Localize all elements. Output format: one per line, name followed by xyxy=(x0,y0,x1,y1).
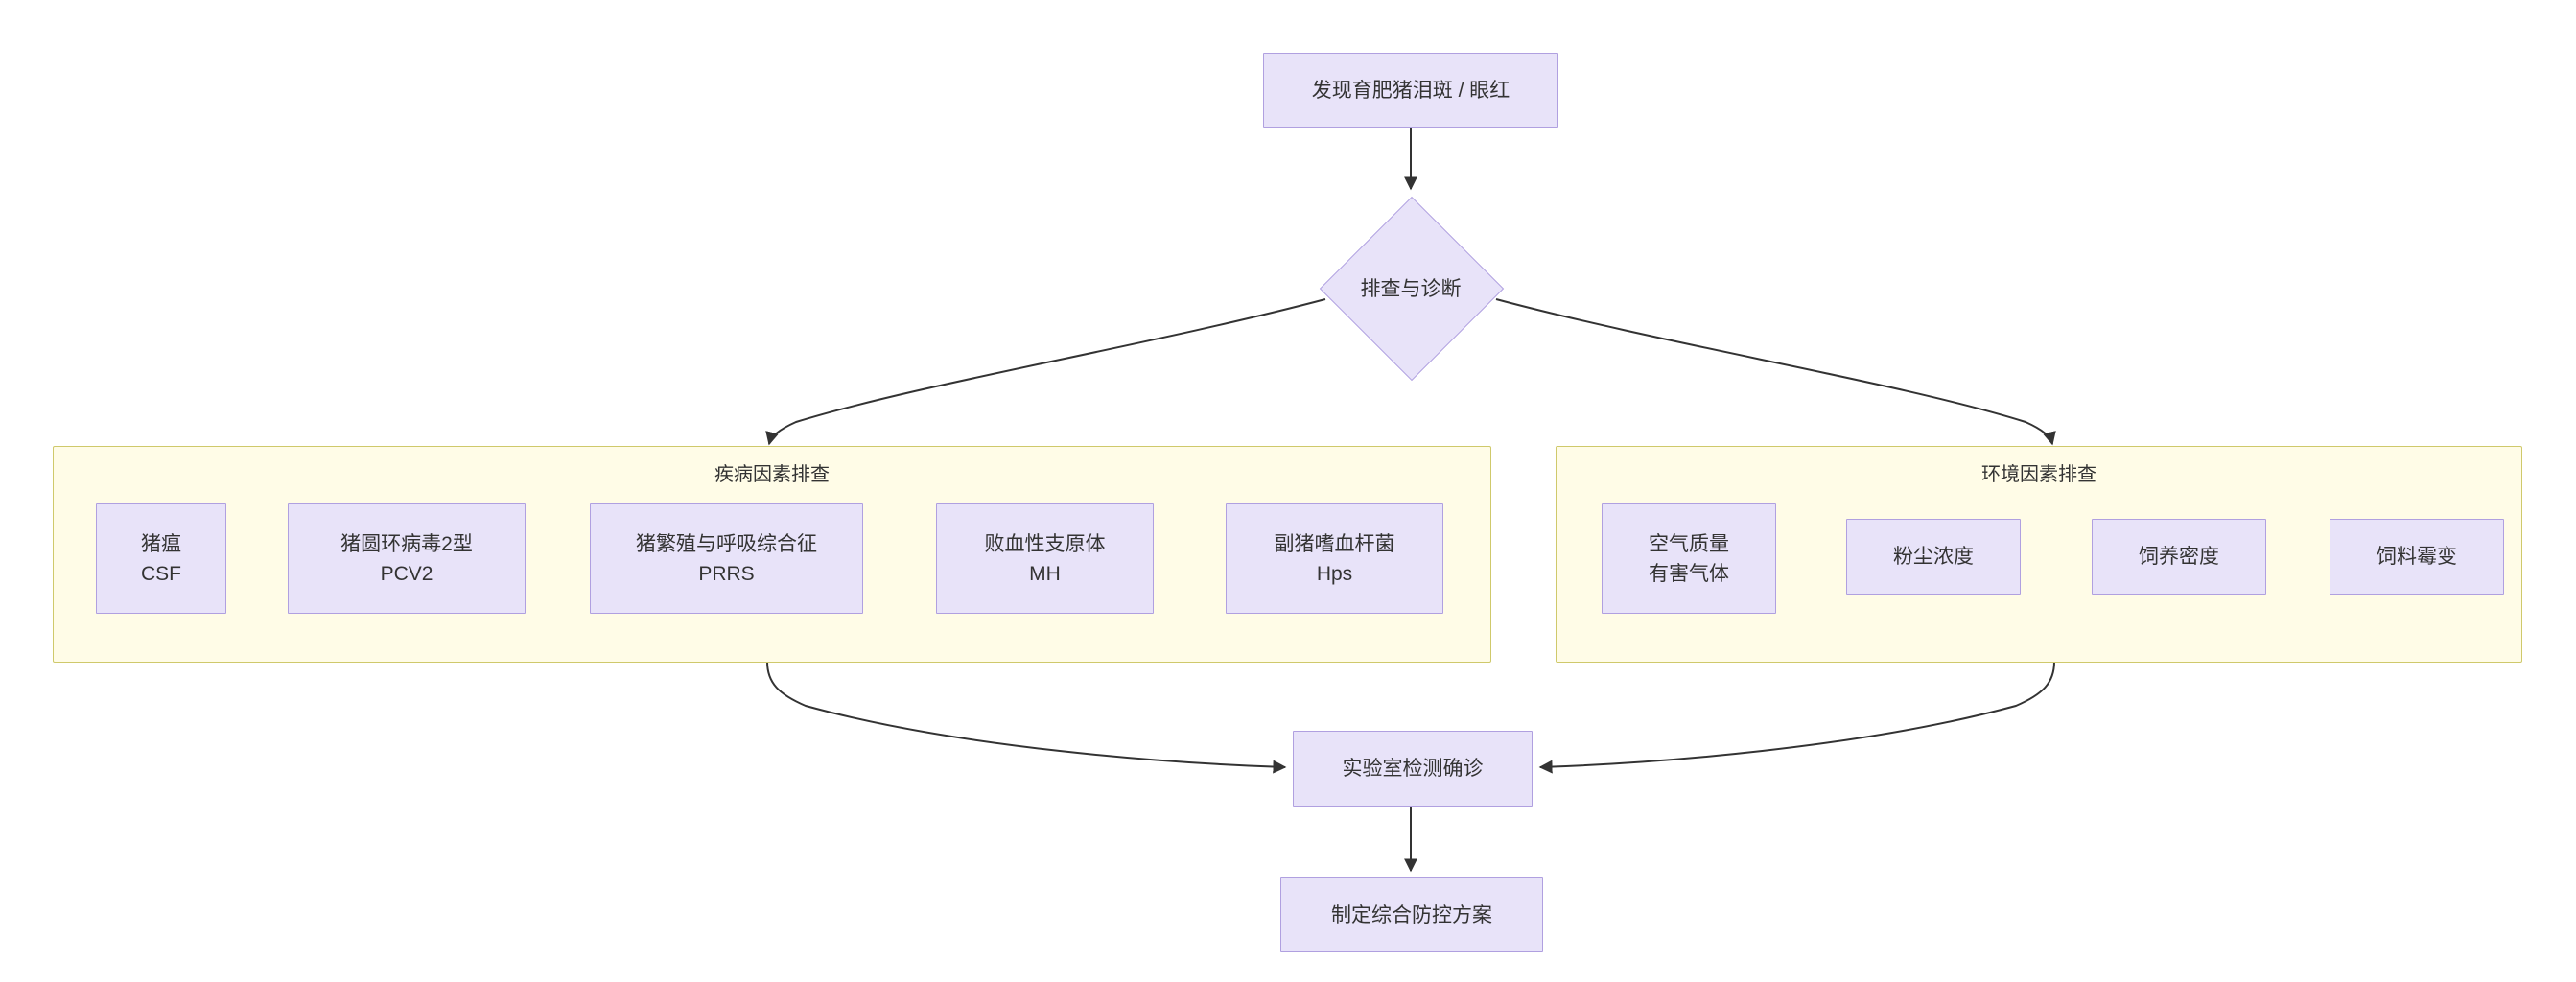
node-csf[interactable]: 猪瘟 CSF xyxy=(96,503,226,614)
edge-decision-to-environment xyxy=(1495,298,2056,446)
node-prrs-line-1: 猪繁殖与呼吸综合征 xyxy=(636,532,817,555)
node-mh-line-2: MH xyxy=(1029,562,1061,585)
node-lab-confirmation[interactable]: 实验室检测确诊 xyxy=(1293,731,1533,807)
node-air-quality-line-2: 有害气体 xyxy=(1649,562,1729,585)
edge-decision-to-disease xyxy=(765,298,1326,446)
cluster-disease-title: 疾病因素排查 xyxy=(714,464,830,485)
node-feed-mold[interactable]: 饲料霉变 xyxy=(2330,519,2504,595)
node-mh[interactable]: 败血性支原体 MH xyxy=(936,503,1154,614)
node-start[interactable]: 发现育肥猪泪斑 / 眼红 xyxy=(1263,53,1558,128)
node-decision[interactable]: 排查与诊断 xyxy=(1319,196,1505,382)
node-stocking-density[interactable]: 饲养密度 xyxy=(2092,519,2266,595)
node-hps-line-2: Hps xyxy=(1316,562,1353,585)
cluster-environment-title: 环境因素排查 xyxy=(1981,464,2096,485)
node-pcv2-line-2: PCV2 xyxy=(380,562,433,585)
node-dust-concentration-label: 粉尘浓度 xyxy=(1893,546,1974,568)
node-mh-line-1: 败血性支原体 xyxy=(984,532,1106,555)
node-csf-line-1: 猪瘟 xyxy=(141,532,181,555)
node-stocking-density-label: 饲养密度 xyxy=(2139,546,2219,568)
node-dust-concentration[interactable]: 粉尘浓度 xyxy=(1846,519,2021,595)
edge-environment-to-lab xyxy=(1538,661,2055,774)
node-control-plan-label: 制定综合防控方案 xyxy=(1331,903,1492,926)
node-hps[interactable]: 副猪嗜血杆菌 Hps xyxy=(1226,503,1443,614)
node-csf-line-2: CSF xyxy=(141,562,181,585)
node-lab-confirmation-label: 实验室检测确诊 xyxy=(1342,758,1484,780)
node-feed-mold-label: 饲料霉变 xyxy=(2377,546,2457,568)
node-prrs[interactable]: 猪繁殖与呼吸综合征 PRRS xyxy=(590,503,863,614)
node-hps-line-1: 副猪嗜血杆菌 xyxy=(1274,532,1395,555)
node-prrs-line-2: PRRS xyxy=(698,562,755,585)
node-air-quality[interactable]: 空气质量 有害气体 xyxy=(1602,503,1776,614)
node-pcv2[interactable]: 猪圆环病毒2型 PCV2 xyxy=(288,503,526,614)
edge-disease-to-lab xyxy=(766,661,1287,774)
node-decision-label: 排查与诊断 xyxy=(1360,278,1462,300)
node-control-plan[interactable]: 制定综合防控方案 xyxy=(1280,877,1543,952)
node-air-quality-line-1: 空气质量 xyxy=(1649,532,1729,555)
node-pcv2-line-1: 猪圆环病毒2型 xyxy=(340,532,473,555)
node-start-label: 发现育肥猪泪斑 / 眼红 xyxy=(1311,79,1510,102)
